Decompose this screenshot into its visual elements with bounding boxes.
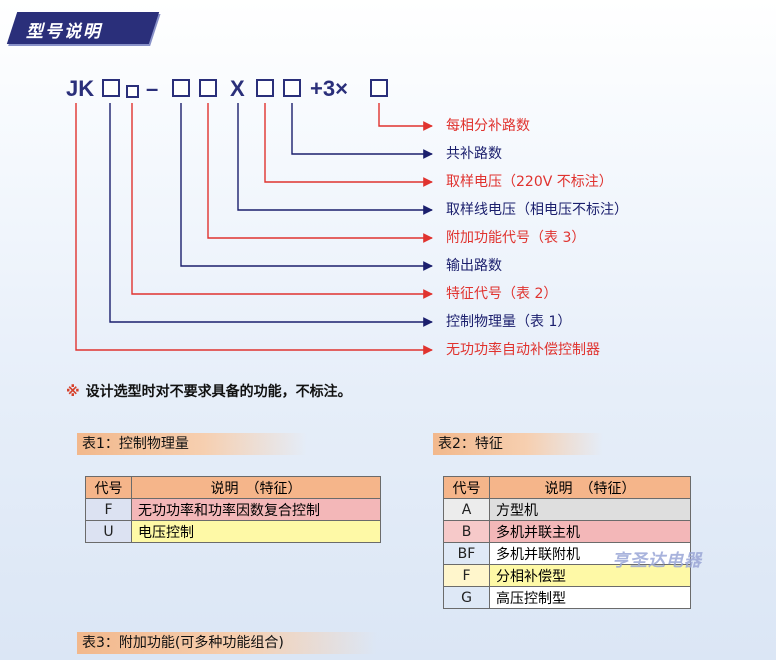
table2-header-row: 代号 说明 （特征） <box>443 476 691 499</box>
table-row: F 分相补偿型 <box>443 564 691 587</box>
table-row: B 多机并联主机 <box>443 520 691 543</box>
table2-row-desc: 多机并联附机 <box>489 542 691 565</box>
code-box-feature <box>126 85 139 98</box>
table2-col-desc: 说明 （特征） <box>489 476 691 499</box>
desc-output-count: 输出路数 <box>446 258 502 274</box>
watermark: 亨圣达电器 <box>612 551 702 571</box>
table1-row-desc: 无功功率和功率因数复合控制 <box>131 498 381 521</box>
line-extra <box>207 103 433 243</box>
table2-row-code: G <box>443 586 490 609</box>
line-feature <box>131 103 433 299</box>
page-title: 型号说明 <box>26 22 102 42</box>
code-box-common <box>283 79 301 97</box>
desc-extra-function: 附加功能代号（表 3） <box>446 230 586 246</box>
line-common <box>291 103 433 159</box>
line-sample-voltage <box>264 103 433 187</box>
table1: 代号 说明 （特征） F 无功功率和功率因数复合控制 U 电压控制 <box>85 476 381 543</box>
code-box-output <box>172 79 190 97</box>
table-row: F 无功功率和功率因数复合控制 <box>85 498 381 521</box>
desc-control-quantity: 控制物理量（表 1） <box>446 314 572 330</box>
desc-line-voltage: 取样线电压（相电压不标注） <box>446 202 628 218</box>
table-row: U 电压控制 <box>85 520 381 543</box>
desc-sample-voltage: 取样电压（220V 不标注） <box>446 174 613 190</box>
design-note: ※ 设计选型时对不要求具备的功能，不标注。 <box>66 381 352 401</box>
table1-col-desc: 说明 （特征） <box>131 476 381 499</box>
table2-row-desc: 多机并联主机 <box>489 520 691 543</box>
code-box-control-quantity <box>102 79 120 97</box>
model-code-x: X <box>230 76 245 101</box>
table1-row-code: F <box>85 498 132 521</box>
note-text: 设计选型时对不要求具备的功能，不标注。 <box>85 384 352 400</box>
line-line-voltage <box>237 103 433 215</box>
line-phase <box>378 103 433 131</box>
code-box-phase <box>370 79 388 97</box>
table2-row-code: A <box>443 498 490 521</box>
table2-col-code: 代号 <box>443 476 490 499</box>
table1-row-desc: 电压控制 <box>131 520 381 543</box>
table2-row-code: F <box>443 564 490 587</box>
table2-row-desc: 分相补偿型 <box>489 564 691 587</box>
model-code-suffix: +3× <box>310 76 348 101</box>
table2-row-code: B <box>443 520 490 543</box>
table1-row-code: U <box>85 520 132 543</box>
table-row: BF 多机并联附机 <box>443 542 691 565</box>
desc-feature-code: 特征代号（表 2） <box>446 286 558 302</box>
line-output <box>180 103 433 271</box>
code-box-extra <box>199 79 217 97</box>
table1-col-code: 代号 <box>85 476 132 499</box>
line-control <box>109 103 433 327</box>
model-code-dash: – <box>146 76 159 101</box>
desc-phase-count: 每相分补路数 <box>446 118 530 134</box>
table3-heading: 表3：附加功能(可多种功能组合) <box>77 632 377 654</box>
table2-heading: 表2：特征 <box>433 433 603 455</box>
table2-row-desc: 高压控制型 <box>489 586 691 609</box>
table2-row-code: BF <box>443 542 490 565</box>
note-symbol: ※ <box>66 384 80 400</box>
model-code-prefix: JK <box>66 76 95 101</box>
table1-heading: 表1：控制物理量 <box>77 433 307 455</box>
desc-main-product: 无功功率自动补偿控制器 <box>446 342 600 358</box>
line-main <box>75 103 433 355</box>
desc-common-count: 共补路数 <box>446 146 502 162</box>
code-box-sample-voltage <box>256 79 274 97</box>
table2-row-desc: 方型机 <box>489 498 691 521</box>
table2: 代号 说明 （特征） A 方型机 B 多机并联主机 BF 多机并联附机 F 分相… <box>443 476 691 609</box>
table-row: G 高压控制型 <box>443 586 691 609</box>
table-row: A 方型机 <box>443 498 691 521</box>
table1-header-row: 代号 说明 （特征） <box>85 476 381 499</box>
